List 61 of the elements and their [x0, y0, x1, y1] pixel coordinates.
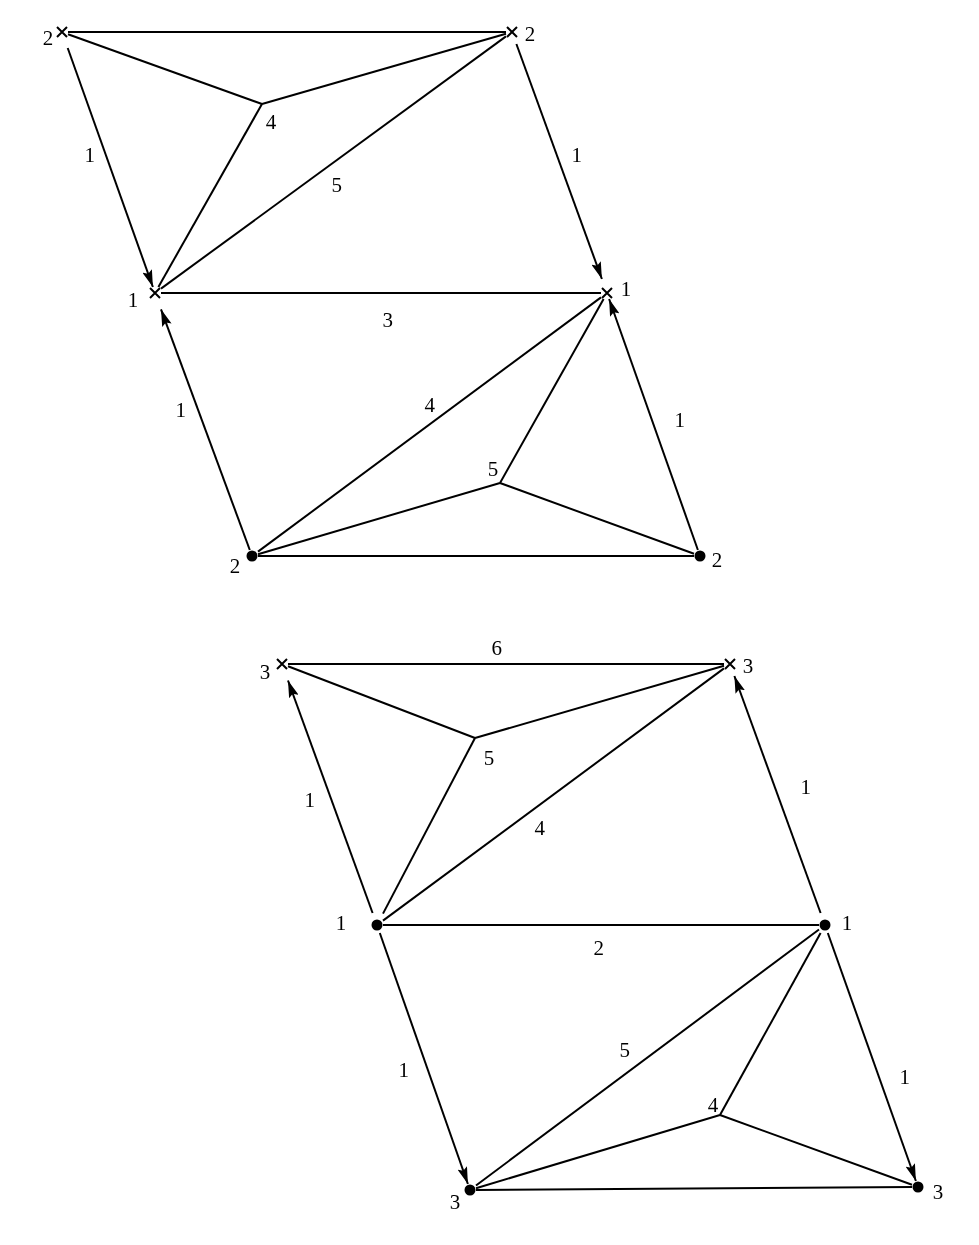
- edge-line: [287, 665, 476, 739]
- vertex-label: 1: [127, 290, 139, 310]
- vertex-label: 3: [259, 662, 271, 682]
- arrow: [826, 932, 917, 1182]
- vertex-label: 4: [707, 1095, 719, 1115]
- edge-label: 4: [533, 818, 546, 838]
- edge-line: [474, 664, 725, 739]
- arrow: [287, 679, 374, 914]
- arrow: [378, 932, 469, 1185]
- edge-line: [382, 667, 725, 922]
- vertex-label: 3: [449, 1192, 461, 1212]
- edge-line: [382, 924, 820, 926]
- edge-label: 2: [592, 938, 605, 958]
- vertex-label: 2: [711, 550, 723, 570]
- edge-label: 1: [83, 145, 96, 165]
- edge-line: [499, 482, 695, 555]
- edge-label: 5: [618, 1040, 631, 1060]
- arrow: [515, 43, 603, 280]
- edge-line: [67, 31, 507, 33]
- edge-line: [160, 292, 602, 294]
- edge-line: [475, 1114, 721, 1190]
- edge-line: [261, 32, 507, 105]
- edge-line: [257, 555, 695, 557]
- edge-line: [719, 932, 822, 1116]
- vertex-label: 3: [932, 1182, 944, 1202]
- vertex-label: 5: [487, 459, 499, 479]
- edge-line: [499, 298, 605, 484]
- arrow: [733, 675, 822, 914]
- edge-label: 3: [381, 310, 394, 330]
- edge-label: 1: [673, 410, 686, 430]
- edge-line: [475, 1186, 913, 1191]
- edge-label: 1: [898, 1067, 911, 1087]
- vertex-label: 4: [265, 112, 277, 132]
- edge-line: [67, 33, 263, 105]
- edge-label: 1: [303, 790, 316, 810]
- edge-line: [719, 1114, 913, 1186]
- edge-label: 4: [423, 395, 436, 415]
- arrow: [608, 298, 699, 551]
- edge-label: 1: [799, 777, 812, 797]
- vertex-label: 2: [229, 556, 241, 576]
- vertex-label: 1: [335, 913, 347, 933]
- vertex-label: 2: [524, 24, 536, 44]
- vertex-label: 5: [483, 748, 495, 768]
- edge-label: 5: [330, 175, 343, 195]
- edge-label: 1: [397, 1060, 410, 1080]
- arrow: [66, 47, 154, 288]
- edge-line: [157, 103, 263, 288]
- edge-line: [160, 35, 507, 290]
- edge-label: 6: [490, 638, 503, 658]
- edge-line: [257, 482, 501, 556]
- edge-label: 1: [570, 145, 583, 165]
- edge-line: [475, 928, 820, 1187]
- arrow: [160, 308, 251, 551]
- edge-line: [287, 663, 725, 665]
- vertex-label: 3: [742, 656, 754, 676]
- edge-line: [382, 737, 476, 915]
- edge-label: 1: [174, 400, 187, 420]
- vertex-label: 2: [42, 28, 54, 48]
- vertex-label: 1: [841, 913, 853, 933]
- edge-line: [257, 296, 602, 553]
- vertex-label: 1: [620, 279, 632, 299]
